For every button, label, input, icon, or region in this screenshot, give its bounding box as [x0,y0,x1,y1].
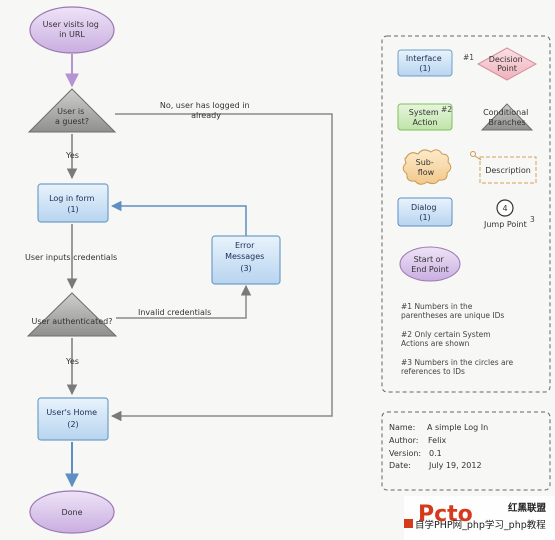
invalid-credentials-label: Invalid credentials [138,308,211,317]
legend-note-3-line-1: #3 Numbers in the circles are [401,358,514,367]
error-line-3: (3) [240,264,251,273]
meta-version-label: Version: [389,449,421,458]
arrow-error-to-login [110,200,247,236]
auth-decision-label: User authenticated? [32,317,113,326]
meta-author-value: Felix [428,436,447,445]
guest-decision-line-1: User is [57,107,84,116]
legend-panel: Interface (1) #1 Decision Point System A… [381,35,551,393]
legend-subflow-line-1: Sub- [416,158,434,167]
arrow-guest-no-to-home [110,113,333,422]
legend-jump-number: 4 [502,204,507,213]
legend-decision-line-1: Decision [489,55,523,64]
legend-system-note: #2 [441,105,452,114]
auth-decision: User authenticated? [26,292,118,337]
start-line-2: in URL [59,30,85,39]
start-line-1: User visits log [43,20,99,29]
legend-system-action: System Action #2 [397,103,453,131]
legend-system-line-1: System [409,108,439,117]
svg-text:Dialog (1): Dialog (1) [411,203,439,222]
watermark-logo: Pcto [418,502,473,527]
guest-decision: User is a guest? [27,88,117,133]
no-logged-in-line-2: already [191,111,221,120]
svg-text:User's Home (2): User's Home (2) [46,408,99,429]
legend-start-end-line-1: Start or [414,255,445,264]
done-label: Done [61,508,82,517]
login-form-line-2: (1) [67,205,78,214]
svg-text:Sub- flow: Sub- flow [416,158,437,177]
svg-text:Error Messages (3): Error Messages (3) [225,241,267,273]
legend-start-end: Start or End Point [399,246,461,282]
meta-date-label: Date: [389,461,411,470]
error-messages-node: Error Messages (3) [211,235,281,285]
svg-text:User is a guest?: User is a guest? [55,107,89,126]
meta-box: Name: A simple Log In Author: Felix Vers… [381,411,551,491]
svg-text:#1 Numbers in the pare: #1 Numbers in the parentheses are unique… [401,302,516,376]
watermark: Pcto 红黑联盟 自学PHP网_php学习_php教程 [404,496,555,540]
meta-name-value: A simple Log In [427,423,488,432]
users-home-line-1: User's Home [46,408,97,417]
meta-date-value: July 19, 2012 [428,461,482,470]
meta-name-label: Name: [389,423,415,432]
watermark-banner: 自学PHP网_php学习_php教程 [415,519,546,531]
svg-text:System Action: System Action [409,108,441,127]
users-home-line-2: (2) [67,420,78,429]
legend-dialog-line-2: (1) [419,213,430,222]
meta-author-label: Author: [389,436,419,445]
legend-subflow-line-2: flow [418,168,435,177]
legend-note-1-line-2: parentheses are unique IDs [401,311,504,320]
yes-label-2: Yes [65,357,79,366]
start-node-label: User visits log in URL [43,20,102,39]
start-node: User visits log in URL [29,6,115,54]
legend-jump-label: Jump Point [483,220,527,229]
legend-jump-note: 3 [530,215,535,224]
done-node: Done [29,490,115,534]
svg-text:Decision Point: Decision Point [489,55,526,73]
legend-interface-line-1: Interface [406,54,442,63]
users-home-node: User's Home (2) [37,397,109,441]
legend-conditional-line-1: Conditional [483,108,528,117]
guest-decision-line-2: a guest? [55,117,89,126]
no-logged-in-label: No, user has logged in already [160,101,252,120]
connectors [65,54,333,488]
legend-interface: Interface (1) #1 [397,49,474,77]
legend-interface-line-2: (1) [419,64,430,73]
legend-dialog: Dialog (1) [397,197,453,227]
meta-version-value: 0.1 [429,449,442,458]
legend-conditional-line-2: Branches [488,118,525,127]
legend-system-line-2: Action [412,118,437,127]
legend-note-3-line-2: references to IDs [401,367,465,376]
login-form-line-1: Log in form [49,194,95,203]
svg-text:Name: A simple Log In: Name: A simple Log In Author: Felix Vers… [389,423,491,470]
legend-dialog-line-1: Dialog [411,203,436,212]
yes-label-1: Yes [65,151,79,160]
no-logged-in-line-1: No, user has logged in [160,101,250,110]
svg-text:Start or End Point: Start or End Point [411,255,449,274]
inputs-credentials-label: User inputs credentials [25,253,117,262]
legend-interface-note: #1 [463,53,474,62]
legend-conditional: Conditional Branches [480,103,534,131]
svg-text:Interface (1): Interface (1) [406,54,444,73]
svg-text:Log in form (1): Log in form (1) [49,194,97,214]
legend-description: Description [470,151,537,184]
login-form-node: Log in form (1) [37,183,109,223]
legend-description-label: Description [485,166,531,175]
legend-note-1-line-1: #1 Numbers in the [401,302,473,311]
legend-note-2-line-2: Actions are shown [401,339,470,348]
legend-decision-line-2: Point [497,64,517,73]
legend-decision: Decision Point [476,47,538,81]
watermark-brand: 红黑联盟 [508,502,547,514]
error-line-1: Error [235,241,255,250]
legend-subflow: Sub- flow [402,149,452,185]
legend-start-end-line-2: End Point [411,265,449,274]
svg-text:Conditional Branches: Conditional Branches [483,108,531,127]
legend-jump-point: 4 Jump Point 3 [483,199,535,229]
arrow-auth-to-error [116,284,252,319]
legend-notes: #1 Numbers in the parentheses are unique… [401,302,516,376]
error-line-2: Messages [225,252,264,261]
legend-note-2-line-1: #2 Only certain System [401,330,491,339]
